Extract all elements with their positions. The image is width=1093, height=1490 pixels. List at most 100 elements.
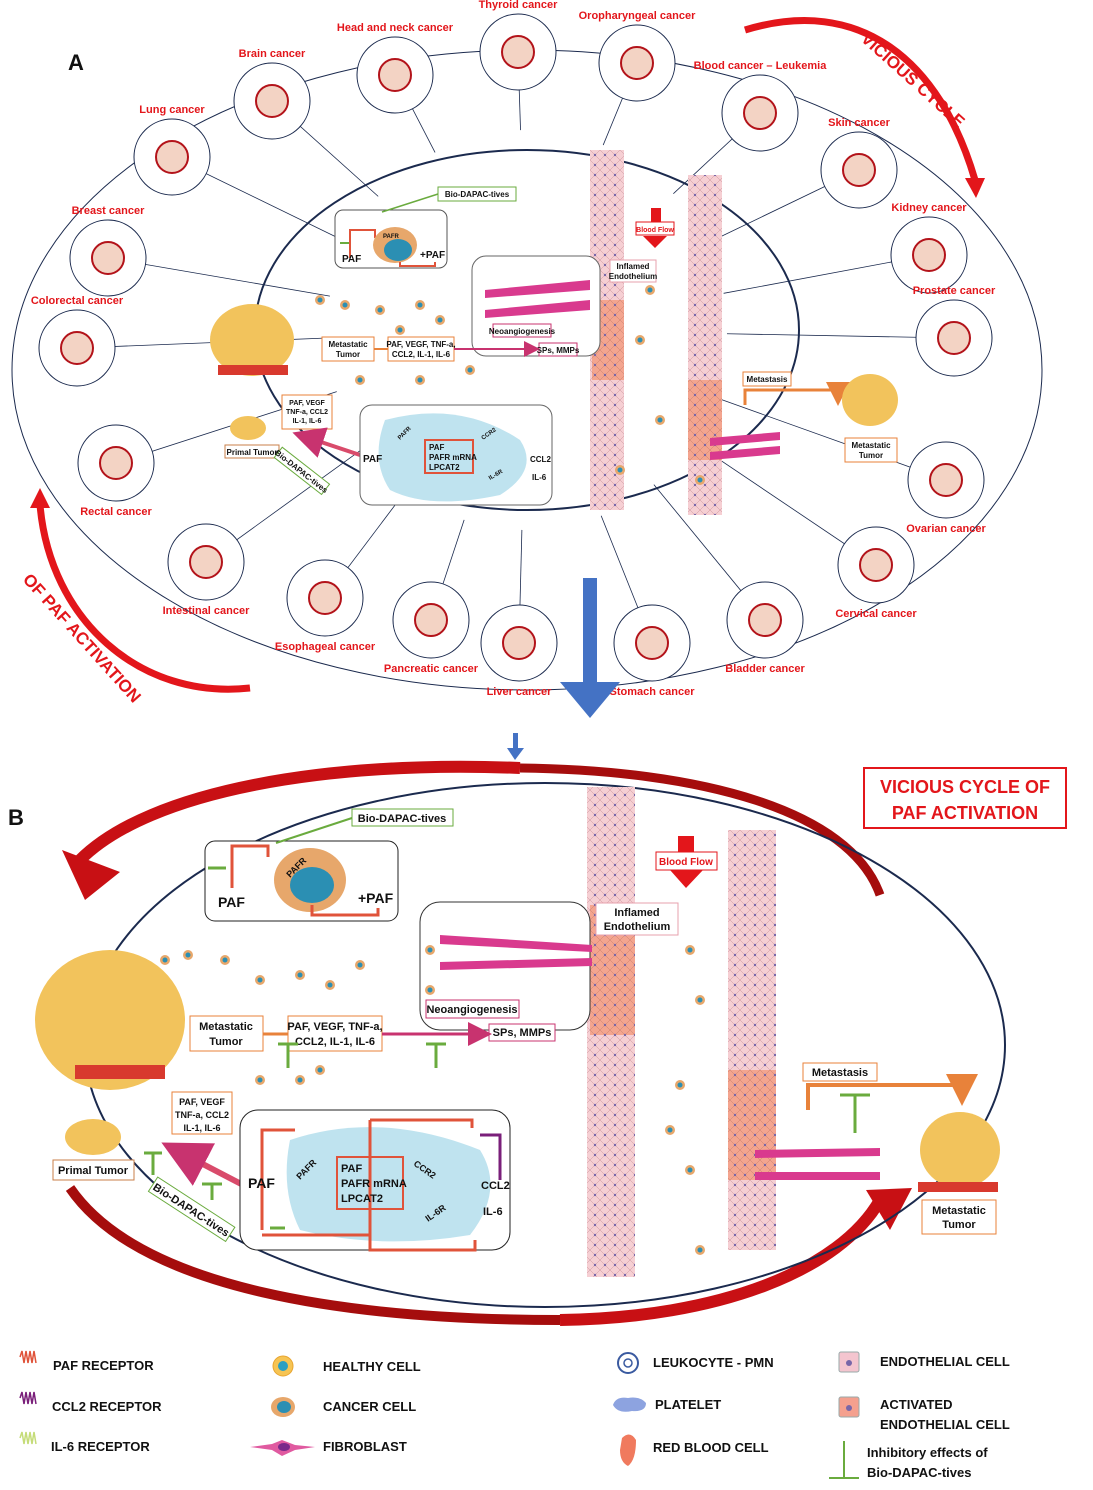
inner-lpcat2-b: LPCAT2 [341,1193,383,1205]
vicious-arc-bottom-right [559,1196,886,1326]
metastatic-label-b2: Metastatic [932,1205,986,1217]
vicious-arc-bottom-left [65,1185,561,1325]
metastasis-box-a [742,371,792,387]
bio-dapac-box-b2 [147,1176,236,1243]
inhibition-markers-b [144,1042,446,1200]
cell-nucleus [417,377,423,383]
vicious-arrowhead-top-left [62,850,120,900]
tumor-highlight-icon [189,545,223,579]
metastatic-tumor-box-b2 [921,1199,997,1235]
mediators-line2-b: CCL2, IL-1, IL-6 [295,1036,375,1048]
tumor-highlight-icon [937,321,971,355]
tumor-highlight-icon [155,140,189,174]
cancer-label: Prostate cancer [913,285,996,297]
paf-activation-arrowhead [30,488,50,508]
cell-nucleus [437,317,443,323]
legend-red-blood-cell: RED BLOOD CELL [653,1440,769,1455]
bio-dapac-box-b [351,808,454,827]
primal-tumor-label-b: Primal Tumor [58,1165,129,1177]
cell-nucleus [342,302,348,308]
mediators-line1-a: PAF, VEGF, TNF-a, [386,340,455,349]
cancer-label: Intestinal cancer [163,605,251,617]
panel-a-label: A [68,50,84,75]
legend-activated-1: ACTIVATED [880,1397,952,1412]
blood-vessel-b [587,787,776,1277]
legend-paf-receptor: PAF RECEPTOR [53,1358,154,1373]
mediators-box-b [287,1015,383,1052]
legend-fibroblast: FIBROBLAST [323,1439,407,1454]
mediators-small-box-a [281,394,333,430]
cell-nucleus [467,367,473,373]
cell-nucleus [257,977,263,983]
cell-nucleus [327,982,333,988]
mediators-line1-b: PAF, VEGF, TNF-a, [287,1021,382,1033]
bio-dapac-label-a2: Bio-DAPAC-tives [273,448,330,495]
cell-nucleus [317,297,323,303]
paf-receptor-icon [19,1350,37,1364]
metastatic-tumor-cluster-a2 [842,374,898,426]
cell-nucleus [427,947,433,953]
cancer-label: Ovarian cancer [906,523,986,535]
cell-nucleus [357,962,363,968]
inner-lpcat2-a: LPCAT2 [429,463,460,472]
primal-tumor-box-b [52,1159,135,1181]
metastatic-tumor-box-a [321,336,375,362]
bio-dapac-box-a2 [273,446,331,496]
legend-inhibitory-2: Bio-DAPAC-tives [867,1465,972,1480]
metastatic-label-a2: Metastatic [851,441,891,450]
endothelium-label-b: Endothelium [604,921,671,933]
tumor-highlight-icon [912,238,946,272]
cancer-label: Head and neck cancer [337,22,454,34]
primal-tumor-cluster-b [65,1119,121,1155]
legend: PAF RECEPTOR CCL2 RECEPTOR IL-6 RECEPTOR… [19,1350,1010,1480]
paf-label-b: PAF [218,894,245,910]
inner-paf-a: PAF [429,443,445,452]
small-blue-arrow [507,733,524,760]
metastasis-arrow-b [806,1074,978,1110]
neoangiogenesis-label-a: Neoangiogenesis [489,327,556,336]
cell-nucleus [427,987,433,993]
cancer-label: Breast cancer [72,205,145,217]
cell-nucleus [317,1067,323,1073]
cell-nucleus [697,1247,703,1253]
inflamed-label-a: Inflamed [617,262,650,271]
tumor-highlight-icon [748,603,782,637]
pafr-label-a: PAFR [383,234,400,240]
cancer-label: Pancreatic cancer [384,663,479,675]
mediators-small-box-b [171,1091,233,1135]
mediators-small-3-a: IL-1, IL-6 [293,418,322,425]
primal-tumor-label-a: Primal Tumor [227,448,278,457]
metastasis-box-b [802,1062,878,1082]
cancer-label: Kidney cancer [891,202,967,214]
il6-label-a: IL-6 [532,473,547,482]
inner-pafr-mrna-b: PAFR mRNA [341,1178,407,1190]
vicious-arc-top-left [75,760,521,865]
cell-nucleus [397,327,403,333]
legend-activated-2: ENDOTHELIAL CELL [880,1417,1010,1432]
cancer-label: Skin cancer [828,117,890,129]
legend-leukocyte: LEUKOCYTE - PMN [653,1355,774,1370]
tumor-highlight-icon [60,331,94,365]
bio-dapac-line-b [275,817,353,844]
cell-nucleus [617,467,623,473]
cell-nucleus [222,957,228,963]
inflamed-label-b: Inflamed [614,907,659,919]
legend-ccl2-receptor: CCL2 RECEPTOR [52,1399,162,1414]
plus-paf-label-b: +PAF [358,890,394,906]
vicious-cycle-arrow-top [743,17,979,181]
metastasis-label-a: Metastasis [747,375,788,384]
legend-inhibitory-1: Inhibitory effects of [867,1445,988,1460]
paf-activation-text: OF PAF ACTIVATION [19,570,145,706]
paf-to-tumor-arrow-a [292,427,361,458]
paf-receptor-box-a [359,404,553,506]
mediators-small-3-b: IL-1, IL-6 [183,1123,220,1133]
cancer-label: Oropharyngeal cancer [579,10,696,22]
cancer-label: Blood cancer – Leukemia [694,60,828,72]
vicious-cycle-arrowhead-top [965,178,985,198]
tumor-highlight-icon [414,603,448,637]
fibroblast-migration-a [710,432,780,460]
cell-nucleus [185,952,191,958]
neoangiogenesis-label-b: Neoangiogenesis [426,1004,517,1016]
tumor-highlight-icon [91,241,125,275]
